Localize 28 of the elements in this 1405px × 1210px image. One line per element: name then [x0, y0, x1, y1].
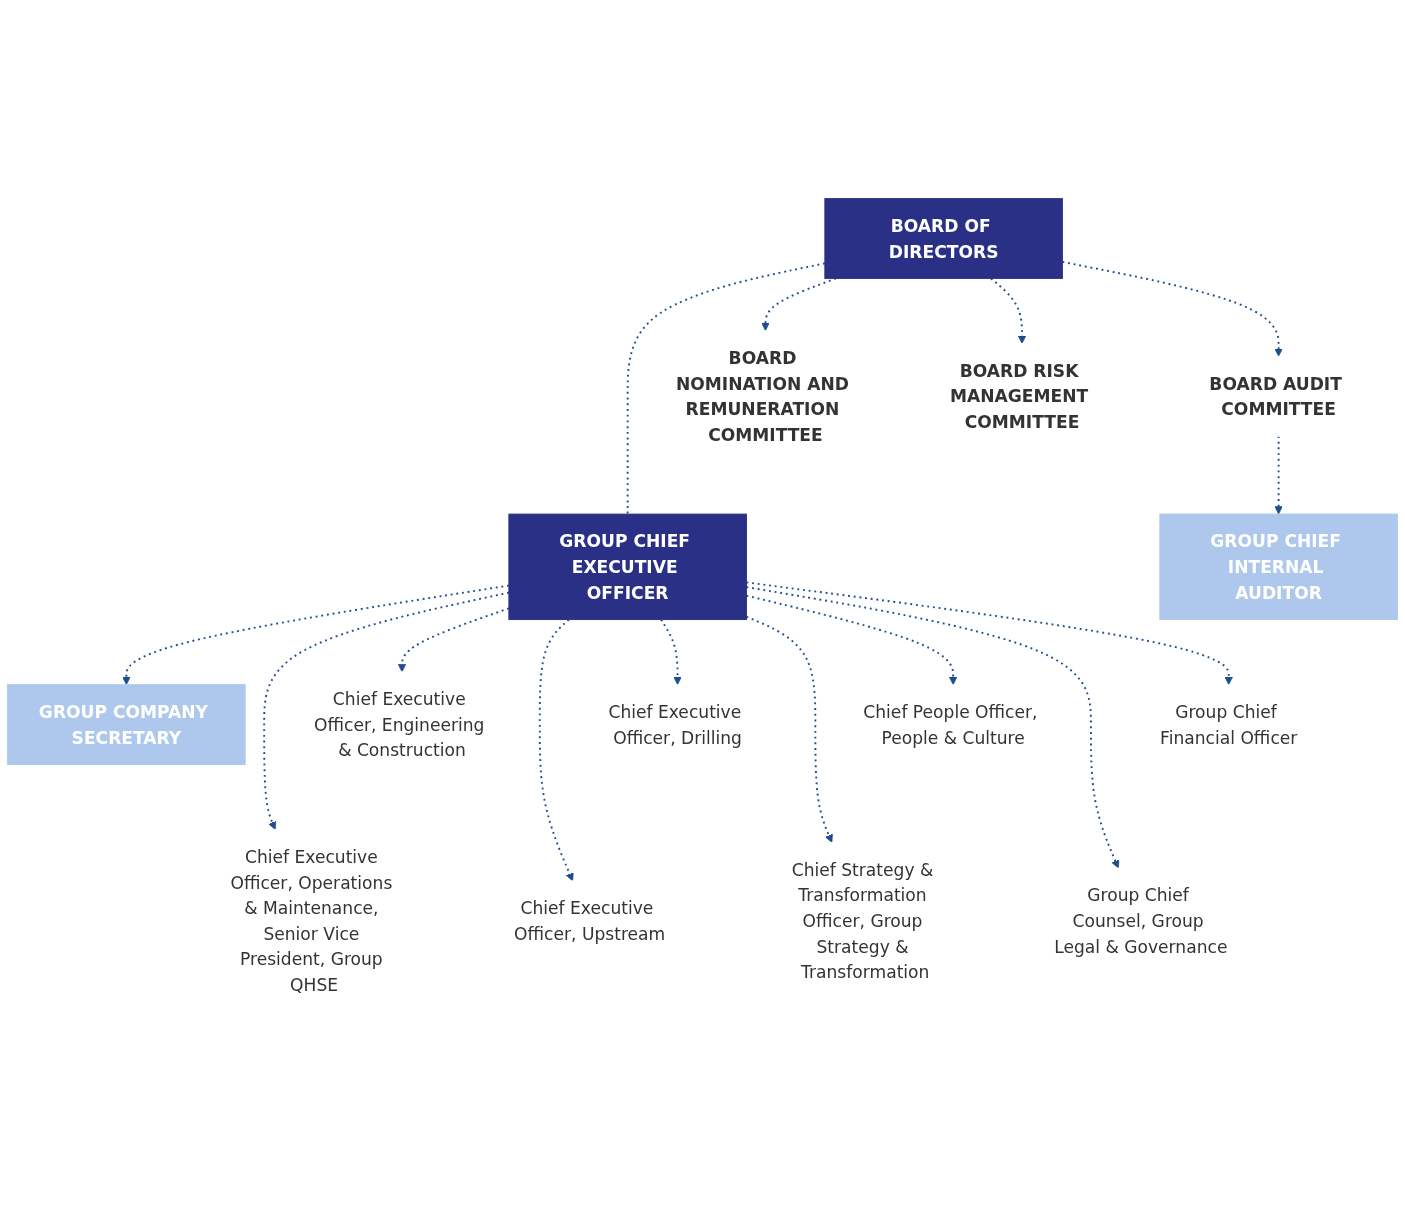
arrow	[990, 277, 1027, 344]
node-text: Chief Strategy & Transformation Officer, Group Strategy & Transformation	[791, 859, 934, 982]
arrow	[745, 594, 958, 685]
arrow	[1061, 260, 1283, 357]
node-text: Chief Executive Officer, Drilling	[608, 701, 742, 748]
arrow	[745, 585, 1120, 869]
node-text: BOARD NOMINATION AND REMUNERATION COMMITTEE	[675, 347, 850, 445]
node-text: Group Chief Financial Officer	[1160, 701, 1298, 748]
arrow	[745, 615, 833, 843]
connector	[626, 262, 826, 515]
arrow	[263, 591, 510, 830]
node-text: Chief Executive Officer, Upstream	[514, 897, 666, 944]
node-box: GROUP COMPANY SECRETARY	[7, 683, 246, 765]
arrow	[122, 584, 510, 685]
arrow	[660, 618, 682, 685]
node-text: Chief Executive Officer, Engineering & Construction	[314, 688, 485, 760]
node-text: BOARD AUDIT COMMITTEE	[1209, 373, 1342, 419]
node-text: Chief People Officer, People & Culture	[863, 701, 1038, 748]
arrow	[1274, 434, 1283, 515]
node-text: BOARD RISK MANAGEMENT COMMITTEE	[949, 360, 1089, 432]
arrow	[538, 618, 574, 881]
node-box: GROUP CHIEF EXECUTIVE OFFICER	[508, 513, 747, 620]
node-text: Group Chief Counsel, Group Legal & Governance	[1054, 884, 1228, 957]
arrow	[397, 607, 510, 672]
arrow	[745, 581, 1233, 685]
node-text: Chief Executive Officer, Operations & Maintenance, Senior Vice President, Group QHSE	[230, 846, 393, 995]
node-box: GROUP CHIEF INTERNAL AUDITOR	[1159, 513, 1398, 620]
node-box: BOARD OF DIRECTORS	[824, 197, 1063, 279]
